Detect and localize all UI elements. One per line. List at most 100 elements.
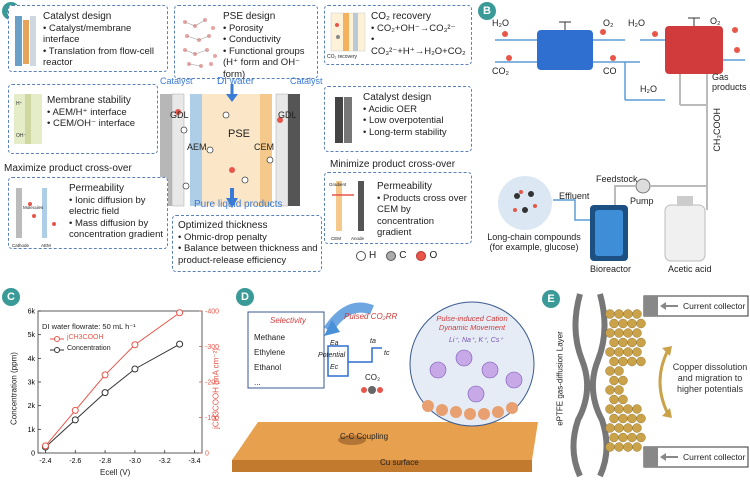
right-tick-label: 0 — [205, 451, 209, 458]
copper-particle — [609, 356, 619, 367]
copper-particle — [623, 347, 633, 357]
copper-particle — [632, 347, 642, 357]
pse-structure-icon — [183, 18, 217, 68]
copper-particle — [605, 423, 615, 433]
cem-layer — [260, 94, 272, 206]
co2-reaction-2: CO₃²⁻+H⁺→H₂O+CO₂ — [371, 34, 469, 57]
copper-particle — [609, 318, 619, 329]
thumb-cem-label: CEM — [331, 236, 341, 241]
copper-particle — [627, 356, 637, 367]
left-tick-label: 0 — [31, 451, 35, 458]
copper-particle — [623, 309, 633, 319]
copper-particle — [618, 375, 628, 386]
right-axis-ticks: 0-100-200-300-400 — [199, 309, 219, 458]
thumb-gradient-label: Gradient — [329, 182, 347, 187]
copper-particle — [632, 442, 642, 452]
membrane-item-2: CEM/OH⁻ interface — [47, 118, 155, 130]
series-group — [41, 309, 184, 451]
atom-legend: H C O — [356, 250, 437, 261]
oer-catalyst-icon — [335, 97, 352, 143]
membrane-stability-box: H⁺OH⁻ Membrane stability AEM/H⁺ interfac… — [8, 84, 158, 154]
left-tick-label: 3k — [28, 380, 36, 387]
catalyst-design-box: Catalyst design Catalyst/membrane interf… — [8, 5, 168, 72]
panel-c-letter: C — [2, 288, 20, 306]
selectivity-panel — [247, 311, 325, 389]
pulse-induced-title: Pulse-induced Cation Dynamic Movement — [436, 314, 508, 332]
co2-recovery-thumbnail-icon — [330, 12, 366, 52]
copper-particle — [614, 366, 624, 376]
right-tick-label: -200 — [205, 380, 219, 387]
copper-particle — [636, 356, 646, 367]
chart-ylabel-right: jCH3COOH (mA cm⁻²) — [211, 348, 221, 429]
pure-liquid-products-label: Pure liquid products — [194, 199, 283, 210]
left-tick-label: 5k — [28, 332, 36, 339]
thickness-item-1: Ohmic-drop penalty — [178, 232, 318, 244]
minimize-crossover-heading: Minimize product cross-over — [330, 159, 456, 170]
permeability-left-box: Cathode AEM Molecules Permeability Ionic… — [8, 177, 168, 249]
cem-thumbnail-icon — [332, 181, 364, 231]
permeability-left-item-2: Mass diffusion by concentration gradient — [69, 218, 165, 241]
copper-particle — [605, 328, 615, 338]
copper-particle — [618, 337, 628, 348]
b-long-chain: Long-chain compounds (for example, gluco… — [487, 232, 581, 252]
left-tick-label: 4k — [28, 356, 36, 363]
x-tick-label: -2.6 — [69, 458, 81, 465]
left-tick-label: 6k — [28, 309, 36, 316]
co2-recovery-box: CO₂ recovery CO₂ recovery CO₂+OH⁻→CO₃²⁻ … — [324, 5, 472, 65]
catalyst-item-1: Catalyst/membrane interface — [43, 23, 165, 46]
copper-particle — [632, 423, 642, 433]
right-tick-label: -300 — [205, 344, 219, 351]
copper-particle — [636, 337, 646, 348]
copper-particle — [632, 404, 642, 414]
series-point-concentration — [71, 416, 79, 424]
thumb-cathode-label: Cathode — [12, 243, 30, 248]
x-tick-label: -3.4 — [189, 458, 201, 465]
copper-migration-text: Copper dissolution and migration to high… — [672, 362, 748, 394]
copper-particle — [614, 385, 624, 395]
acetic-acid-bottle — [664, 204, 706, 262]
left-tick-label: 2k — [28, 403, 36, 410]
cell-di-water-label: DI water — [217, 76, 255, 87]
permeability-right-item-1: Products cross over CEM by concentration… — [377, 193, 469, 239]
x-tick-label: -3.0 — [129, 458, 141, 465]
maximize-crossover-heading: Maximize product cross-over — [4, 163, 132, 174]
series-point-jch3cooh — [131, 341, 139, 349]
bottom-collector-label: Current collector — [683, 452, 746, 462]
copper-particle — [636, 318, 646, 329]
copper-particle — [605, 385, 615, 395]
copper-particle — [605, 366, 615, 376]
legend-h: H — [369, 250, 377, 261]
aem-layer — [190, 94, 202, 206]
copper-particle — [614, 347, 624, 357]
pse-item-3: Functional groups (H⁺ form and OH⁻ form) — [223, 46, 315, 81]
catalyst-design-right-box: Catalyst design Acidic OER Low overpoten… — [324, 86, 472, 152]
copper-particle — [627, 318, 637, 329]
panel-b-schematic — [495, 17, 745, 262]
cu-surface-label: Cu surface — [380, 458, 419, 467]
hydrogen-icon — [356, 250, 366, 261]
x-tick-label: -2.8 — [99, 458, 111, 465]
carbon-icon — [386, 250, 397, 261]
copper-particle — [618, 356, 628, 367]
copper-particle — [614, 423, 624, 433]
b-gas-products: Gas products — [712, 72, 747, 92]
cell-gdl-right-label: GDL — [278, 110, 297, 120]
copper-particle — [636, 413, 646, 424]
legend-c-marker — [54, 347, 60, 353]
series-point-jch3cooh — [101, 371, 109, 379]
panel-e-schematic — [570, 293, 749, 478]
pse-item-2: Conductivity — [223, 34, 315, 46]
potential-label: Potential — [318, 352, 346, 359]
permeability-left-item-1: Ionic diffusion by electric field — [69, 195, 165, 218]
copper-particle — [609, 394, 619, 405]
product-methane: Methane — [254, 333, 286, 342]
copper-particle — [627, 432, 637, 443]
b-h2o-in: H₂O — [492, 18, 509, 28]
co2-electrolyzer — [537, 30, 593, 70]
b-ch3cooh: CH₃COOH — [712, 108, 722, 152]
legend-o: O — [429, 250, 438, 261]
cell-schematic — [160, 84, 300, 208]
cc-coupling-label: C-C Coupling — [340, 432, 389, 441]
copper-particle — [605, 404, 615, 414]
